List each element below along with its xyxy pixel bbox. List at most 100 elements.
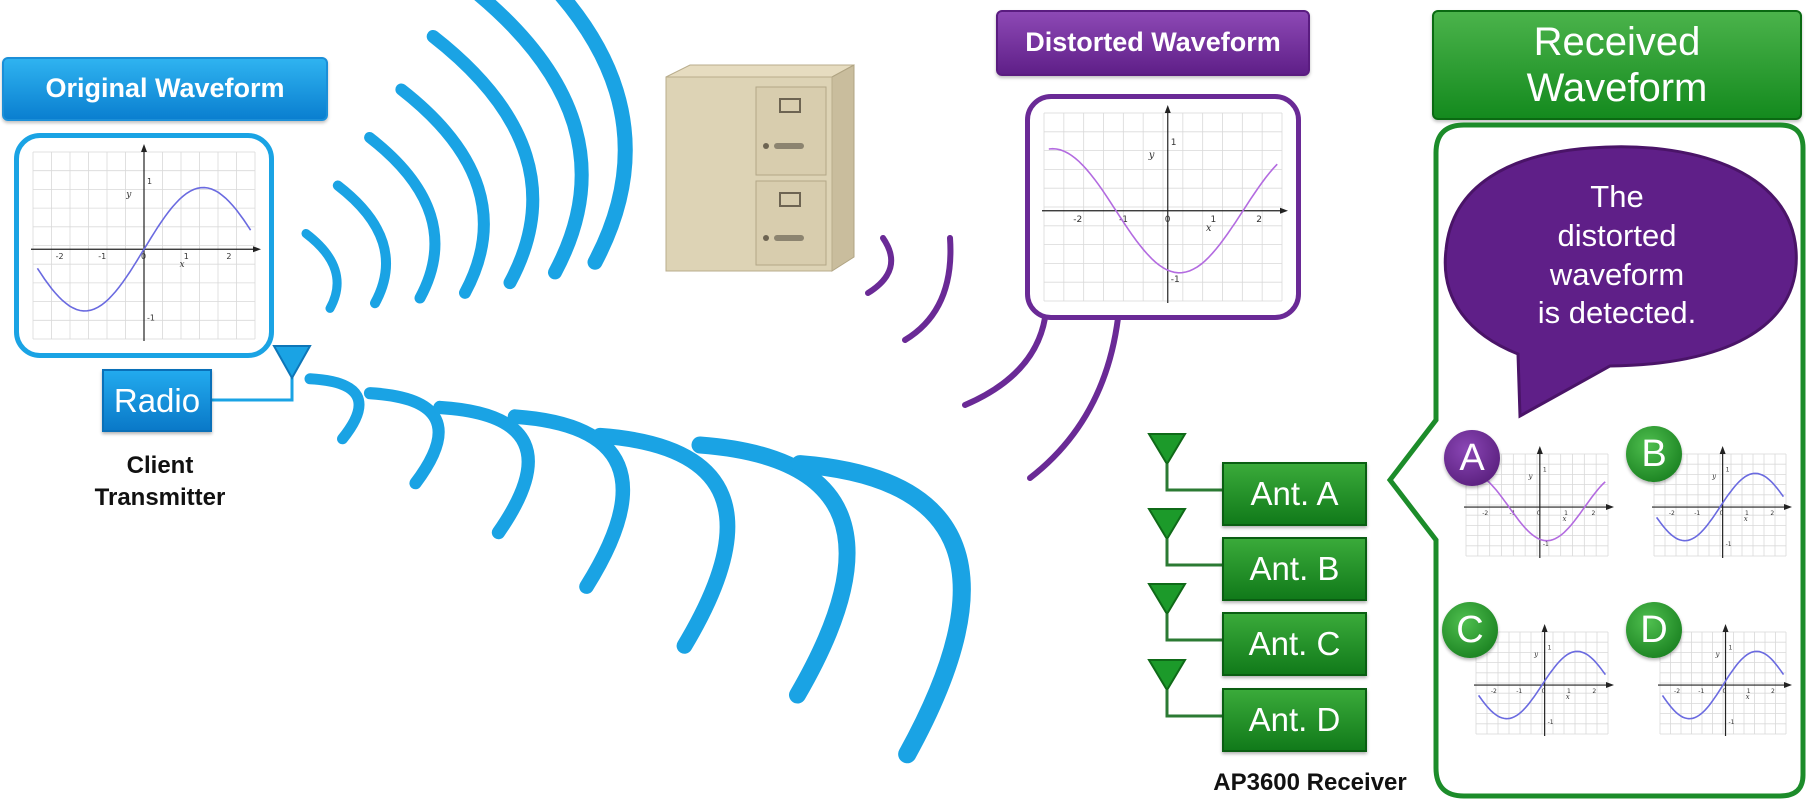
svg-text:-1: -1: [1698, 688, 1704, 695]
radio-box: Radio: [102, 369, 212, 432]
svg-text:0: 0: [1165, 215, 1171, 225]
transmitter-antenna-icon: [272, 345, 312, 381]
antenna-c-box: Ant. C: [1222, 612, 1367, 676]
antenna-icon: [1147, 508, 1225, 567]
received-waveform-title-line2: Waveform: [1526, 66, 1708, 110]
svg-text:-1: -1: [1729, 719, 1735, 726]
svg-text:-1: -1: [1694, 510, 1700, 517]
svg-text:-2: -2: [1674, 688, 1680, 695]
upper-wave-arc: [474, 0, 589, 280]
lower-wave-arc: [790, 455, 971, 764]
svg-text:-1: -1: [1119, 215, 1128, 225]
svg-text:y: y: [1148, 150, 1155, 161]
client-transmitter-label: Client Transmitter: [60, 450, 260, 515]
antenna-b-box: Ant. B: [1222, 537, 1367, 601]
bubble-text: The distorted waveform is detected.: [1480, 178, 1754, 333]
upper-wave-arc: [426, 30, 540, 290]
bubble-line-2: distorted: [1557, 217, 1677, 253]
radio-antenna-connector: [212, 370, 294, 402]
svg-text:1: 1: [1745, 510, 1749, 517]
lower-wave-arc: [507, 409, 631, 594]
client-transmitter-line1: Client: [126, 452, 194, 479]
svg-text:-1: -1: [1516, 688, 1522, 695]
svg-text:-2: -2: [1482, 510, 1488, 517]
waveform-curve: [36, 186, 252, 312]
waveform-curve: [1048, 147, 1278, 274]
bubble-line-4: is detected.: [1537, 295, 1697, 331]
svg-text:-2: -2: [1073, 215, 1082, 225]
svg-text:1: 1: [1747, 688, 1751, 695]
bubble-line-1: The: [1590, 179, 1644, 214]
waveform-curve: [1655, 472, 1785, 542]
antenna-icon: [1147, 583, 1225, 642]
reflected-wave-arc: [1027, 315, 1121, 481]
svg-text:-1: -1: [1171, 275, 1180, 285]
reflected-wave-arc: [962, 315, 1048, 408]
svg-text:x: x: [180, 260, 185, 270]
received-waveform-title-line1: Received: [1533, 20, 1701, 64]
svg-text:2: 2: [1592, 688, 1596, 695]
svg-text:0: 0: [1720, 510, 1724, 517]
connector-lines: [212, 345, 312, 402]
upper-wave-arc: [332, 180, 392, 309]
detection-speech-bubble: [1443, 145, 1798, 419]
svg-text:-2: -2: [1491, 688, 1497, 695]
svg-text:y: y: [125, 190, 132, 200]
waveform-curve: [1468, 472, 1606, 542]
svg-text:x: x: [1566, 693, 1570, 701]
lower-wave-arc: [304, 373, 365, 445]
svg-text:1: 1: [147, 177, 152, 186]
panel-badge-c: C: [1442, 602, 1498, 658]
svg-text:y: y: [1714, 650, 1720, 658]
svg-text:-2: -2: [56, 252, 64, 261]
reflected-wave-arc: [865, 235, 895, 296]
svg-text:x: x: [1746, 693, 1750, 701]
client-transmitter-line2: Transmitter: [94, 484, 226, 512]
upper-wave-arc: [301, 229, 342, 313]
antenna-d-box: Ant. D: [1222, 688, 1367, 752]
svg-text:-2: -2: [1669, 510, 1675, 517]
svg-text:0: 0: [1542, 688, 1546, 695]
antenna-icon: [1147, 433, 1225, 492]
upper-wave-arc: [555, 0, 633, 270]
antenna-a-box: Ant. A: [1222, 462, 1367, 526]
svg-text:1: 1: [1564, 510, 1568, 517]
svg-text:1: 1: [1171, 138, 1177, 148]
svg-text:-1: -1: [1543, 541, 1549, 548]
svg-text:x: x: [1563, 515, 1567, 523]
svg-text:x: x: [1744, 515, 1748, 523]
upper-wave-arc: [395, 83, 490, 299]
lower-wave-arc: [433, 400, 535, 540]
svg-text:1: 1: [1543, 466, 1547, 473]
svg-text:-1: -1: [147, 313, 155, 322]
bubble-line-3: waveform: [1549, 256, 1685, 292]
panel-badge-a: A: [1444, 430, 1500, 486]
svg-text:y: y: [1711, 472, 1717, 480]
distorted-waveform-title: Distorted Waveform: [996, 10, 1310, 76]
svg-text:0: 0: [1537, 510, 1541, 517]
svg-text:-1: -1: [1548, 719, 1554, 726]
upper-wave-arc: [364, 132, 441, 304]
svg-text:2: 2: [1770, 510, 1774, 517]
svg-text:x: x: [1206, 223, 1212, 234]
svg-text:-1: -1: [1726, 541, 1732, 548]
antenna-icon: [1147, 659, 1225, 718]
lower-wave-arc: [691, 436, 856, 704]
svg-text:1: 1: [1729, 644, 1733, 651]
reflected-signal-waves: [865, 235, 1121, 481]
reflected-wave-arc: [902, 235, 954, 343]
svg-text:-1: -1: [98, 252, 106, 261]
svg-text:0: 0: [1723, 688, 1727, 695]
svg-text:2: 2: [1256, 215, 1262, 225]
svg-text:1: 1: [1548, 644, 1552, 651]
received-waveform-title: Received Waveform: [1432, 10, 1802, 120]
lower-wave-arc: [363, 387, 445, 490]
svg-text:2: 2: [1591, 510, 1595, 517]
